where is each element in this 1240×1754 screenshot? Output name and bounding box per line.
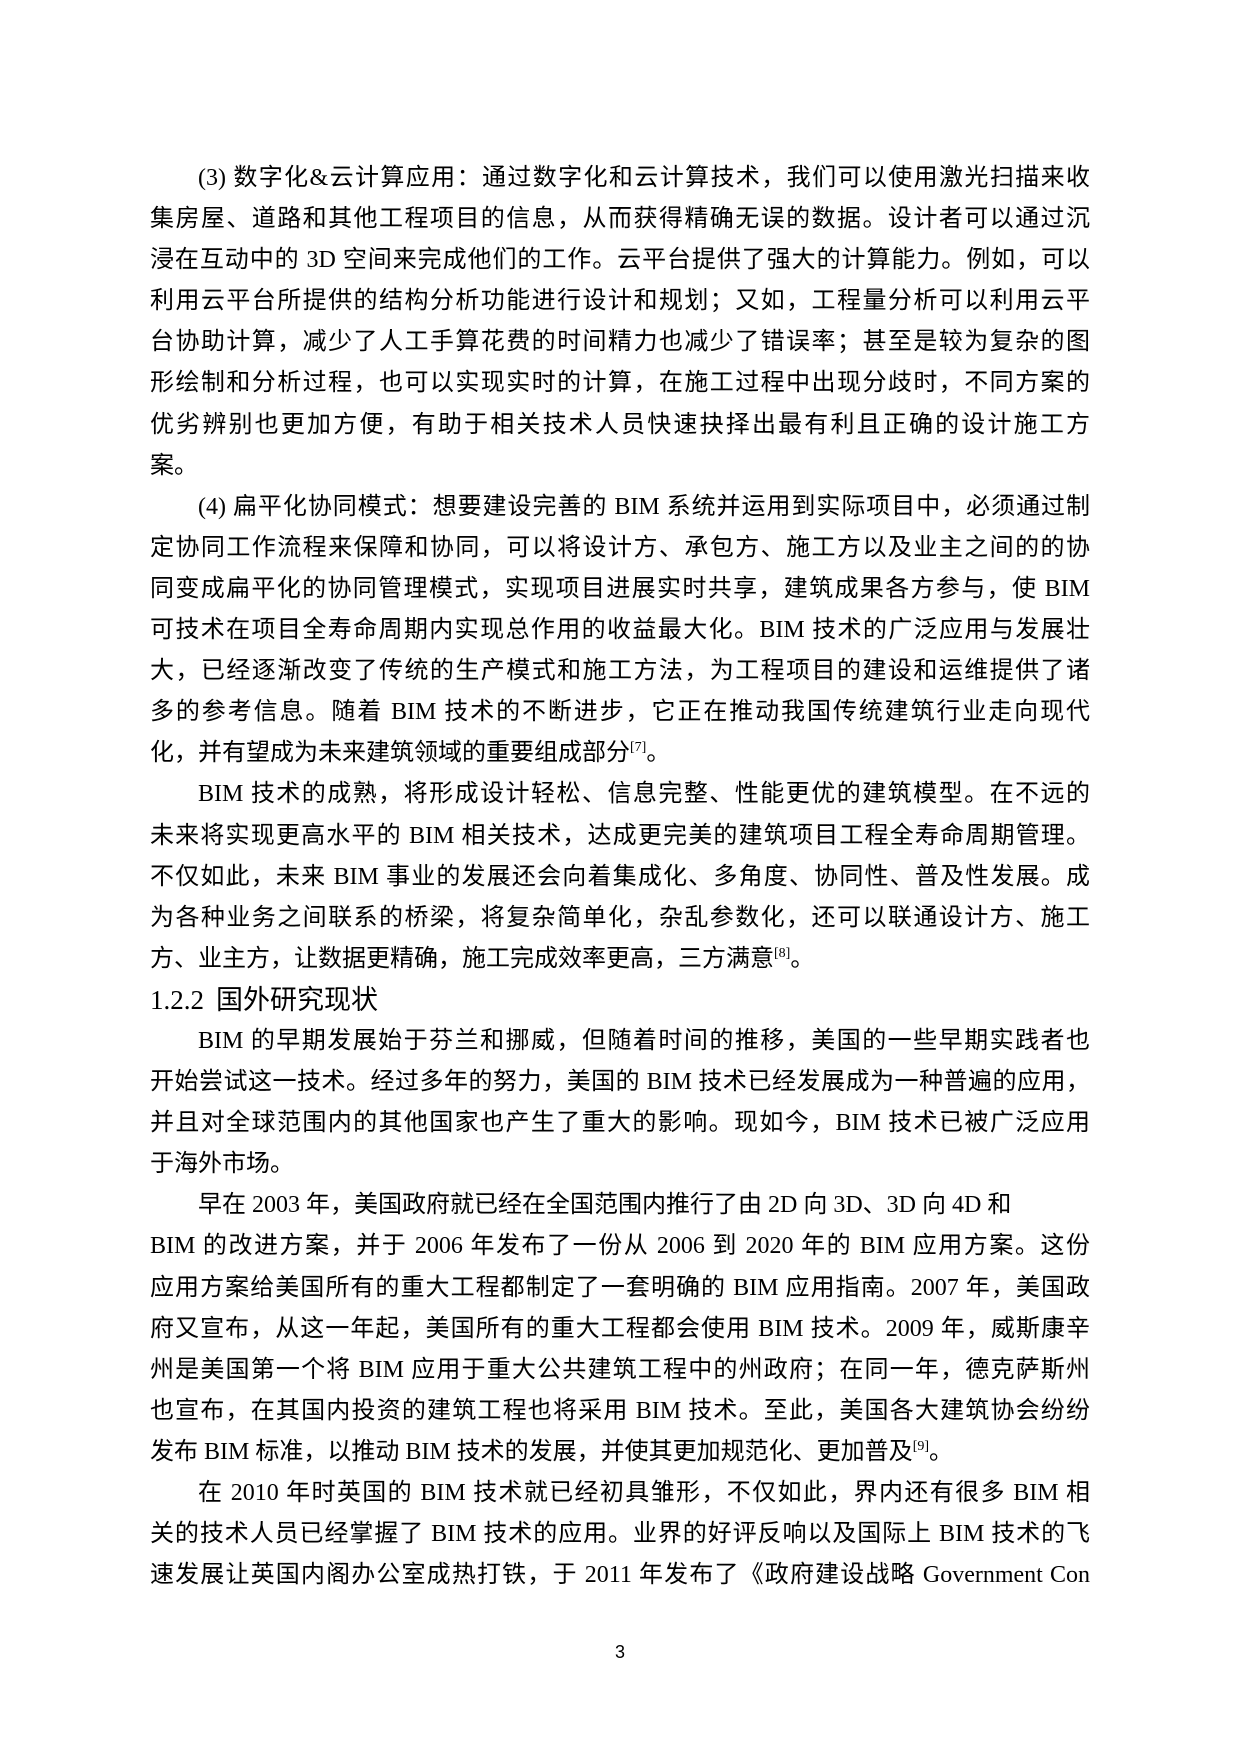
text-line: 定协同工作流程来保障和协同，可以将设计方、承包方、施工方以及业主之间的的协 — [150, 534, 1090, 561]
line-text: 。 — [929, 1438, 954, 1465]
text-line: 台协助计算，减少了人工手算花费的时间精力也减少了错误率；甚至是较为复杂的图 — [150, 329, 1090, 356]
text-line: 大，已经逐渐改变了传统的生产模式和施工方法，为工程项目的建设和运维提供了诸 — [150, 658, 1090, 685]
text-line: 关的技术人员已经掌握了 BIM 技术的应用。业界的好评反响以及国际上 BIM 技… — [150, 1521, 1090, 1548]
paragraph: 在 2010 年时英国的 BIM 技术就已经初具雏形，不仅如此，界内还有很多 B… — [150, 1473, 1090, 1596]
citation-superscript: [8] — [774, 945, 791, 961]
text-line: 速发展让英国内阁办公室成热打铁，于 2011 年发布了《政府建设战略 Gover… — [150, 1562, 1090, 1589]
section-title: 国外研究现状 — [216, 984, 378, 1016]
text-line: 早在 2003 年，美国政府就已经在全国范围内推行了由 2D 向 3D、3D 向… — [198, 1192, 1012, 1219]
text-line: 多的参考信息。随着 BIM 技术的不断进步，它正在推动我国传统建筑行业走向现代 — [150, 699, 1090, 726]
text-line: BIM 的早期发展始于芬兰和挪威，但随着时间的推移，美国的一些早期实践者也 — [198, 1027, 1090, 1054]
text-line: 开始尝试这一技术。经过多年的努力，美国的 BIM 技术已经发展成为一种普遍的应用… — [150, 1069, 1090, 1096]
text-line: 并且对全球范围内的其他国家也产生了重大的影响。现如今，BIM 技术已被广泛应用 — [150, 1110, 1090, 1137]
text-line: 集房屋、道路和其他工程项目的信息，从而获得精确无误的数据。设计者可以通过沉 — [150, 206, 1090, 233]
paragraph: 早在 2003 年，美国政府就已经在全国范围内推行了由 2D 向 3D、3D 向… — [150, 1185, 1090, 1473]
paragraph: BIM 技术的成熟，将形成设计轻松、信息完整、性能更优的建筑模型。在不远的 未来… — [150, 774, 1090, 979]
section-number: 1.2.2 — [150, 984, 204, 1015]
citation-superscript: [9] — [912, 1438, 930, 1454]
text-line: 在 2010 年时英国的 BIM 技术就已经初具雏形，不仅如此，界内还有很多 B… — [198, 1480, 1090, 1506]
section-heading: 1.2.2 国外研究现状 — [150, 980, 1090, 1021]
text-line: (3) 数字化&云计算应用：通过数字化和云计算技术，我们可以使用激光扫描来收 — [198, 165, 1090, 191]
text-line: 应用方案给美国所有的重大工程都制定了一套明确的 BIM 应用指南。2007 年，… — [150, 1274, 1090, 1301]
line-text: 发布 BIM 标准，以推动 BIM 技术的发展，并使其更加规范化、更加普及 — [150, 1438, 913, 1465]
line-text: 。 — [790, 945, 815, 972]
text-line: 为各种业务之间联系的桥梁，将复杂简单化，杂乱参数化，还可以联通设计方、施工 — [150, 904, 1090, 931]
text-line: 未来将实现更高水平的 BIM 相关技术，达成更完美的建筑项目工程全寿命周期管理。 — [150, 822, 1090, 849]
paragraph: BIM 的早期发展始于芬兰和挪威，但随着时间的推移，美国的一些早期实践者也 开始… — [150, 1021, 1090, 1185]
text-line: 发布 BIM 标准，以推动 BIM 技术的发展，并使其更加规范化、更加普及[9]… — [150, 1432, 1090, 1473]
text-line: BIM 的改进方案，并于 2006 年发布了一份从 2006 到 2020 年的… — [150, 1233, 1090, 1260]
text-line: 优劣辨别也更加方便，有助于相关技术人员快速抉择出最有利且正确的设计施工方 — [150, 411, 1090, 438]
text-line: 于海外市场。 — [150, 1151, 294, 1178]
text-line: 形绘制和分析过程，也可以实现实时的计算，在施工过程中出现分歧时，不同方案的 — [150, 370, 1090, 397]
paragraph: (3) 数字化&云计算应用：通过数字化和云计算技术，我们可以使用激光扫描来收 集… — [150, 158, 1090, 487]
page-body: (3) 数字化&云计算应用：通过数字化和云计算技术，我们可以使用激光扫描来收 集… — [150, 158, 1090, 1596]
text-line: BIM 技术的成熟，将形成设计轻松、信息完整、性能更优的建筑模型。在不远的 — [198, 781, 1090, 808]
text-line: 府又宣布，从这一年起，美国所有的重大工程都会使用 BIM 技术。2009 年，威… — [150, 1315, 1090, 1342]
line-text: 化，并有望成为未来建筑领域的重要组成部分 — [150, 740, 630, 767]
text-line: 案。 — [150, 452, 198, 479]
text-line: 方、业主方，让数据更精确，施工完成效率更高，三方满意[8]。 — [150, 939, 1090, 980]
text-line: 利用云平台所提供的结构分析功能进行设计和规划；又如，工程量分析可以利用云平 — [150, 288, 1090, 315]
text-line: 可技术在项目全寿命周期内实现总作用的收益最大化。BIM 技术的广泛应用与发展壮 — [150, 617, 1090, 644]
text-line: 州是美国第一个将 BIM 应用于重大公共建筑工程中的州政府；在同一年，德克萨斯州 — [150, 1356, 1090, 1383]
text-line: 浸在互动中的 3D 空间来完成他们的工作。云平台提供了强大的计算能力。例如，可以 — [150, 247, 1090, 274]
text-line: (4) 扁平化协同模式：想要建设完善的 BIM 系统并运用到实际项目中，必须通过… — [198, 493, 1090, 520]
citation-superscript: [7] — [630, 740, 647, 756]
text-line: 化，并有望成为未来建筑领域的重要组成部分[7]。 — [150, 733, 1090, 774]
text-line: 也宣布，在其国内投资的建筑工程也将采用 BIM 技术。至此，美国各大建筑协会纷纷 — [150, 1397, 1090, 1424]
page-number: 3 — [614, 1642, 625, 1662]
line-text: 方、业主方，让数据更精确，施工完成效率更高，三方满意 — [150, 945, 774, 972]
paragraph: (4) 扁平化协同模式：想要建设完善的 BIM 系统并运用到实际项目中，必须通过… — [150, 487, 1090, 775]
line-text: 。 — [646, 740, 671, 767]
text-line: 同变成扁平化的协同管理模式，实现项目进展实时共享，建筑成果各方参与，使 BIM — [150, 575, 1090, 602]
text-line: 不仅如此，未来 BIM 事业的发展还会向着集成化、多角度、协同性、普及性发展。成 — [150, 863, 1090, 890]
